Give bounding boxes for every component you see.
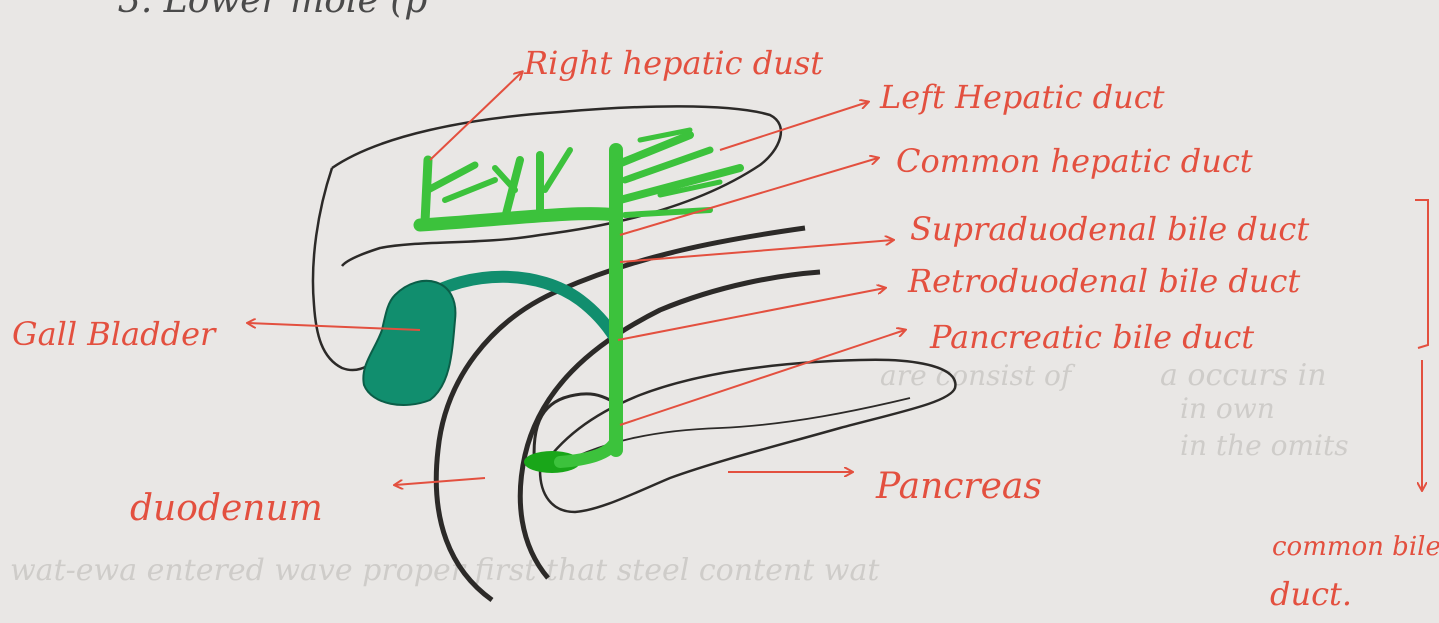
label-supraduodenal: Supraduodenal bile duct bbox=[910, 210, 1309, 248]
bracket-common-bile bbox=[1415, 200, 1428, 348]
label-pancreas: Pancreas bbox=[875, 466, 1042, 507]
label-gallbladder: Gall Bladder bbox=[12, 315, 217, 353]
label-left-hepatic: Left Hepatic duct bbox=[879, 78, 1165, 116]
label-duodenum: duodenum bbox=[130, 488, 323, 529]
label-common-bile: common bile bbox=[1272, 532, 1439, 562]
heading-fragment: 3. Lower mole (p bbox=[118, 0, 427, 21]
svg-text:a occurs in: a occurs in bbox=[1160, 358, 1327, 393]
arrow-pancreatic bbox=[620, 330, 905, 425]
label-common-bile-duct: duct. bbox=[1270, 575, 1352, 613]
label-pancreatic: Pancreatic bile duct bbox=[929, 318, 1254, 356]
label-right-hepatic: Right hepatic dust bbox=[523, 44, 823, 82]
arrow-duodenum bbox=[395, 478, 485, 485]
label-retroduodenal: Retroduodenal bile duct bbox=[907, 262, 1300, 300]
gallbladder bbox=[363, 281, 455, 405]
liver-lower-edge bbox=[313, 168, 372, 370]
svg-text:in own: in own bbox=[1180, 392, 1275, 425]
svg-text:in the omits: in the omits bbox=[1180, 429, 1349, 462]
svg-text:wat-ewa entered wave proper fi: wat-ewa entered wave proper first that s… bbox=[10, 553, 880, 588]
arrow-retroduodenal bbox=[618, 288, 885, 340]
label-common-hepatic: Common hepatic duct bbox=[896, 142, 1253, 180]
arrow-supraduodenal bbox=[620, 240, 893, 262]
bleed-through-text: a occurs in in own in the omits are cons… bbox=[10, 358, 1349, 588]
svg-text:are consist of: are consist of bbox=[880, 359, 1076, 392]
duodenum-inner-wall bbox=[520, 272, 820, 578]
